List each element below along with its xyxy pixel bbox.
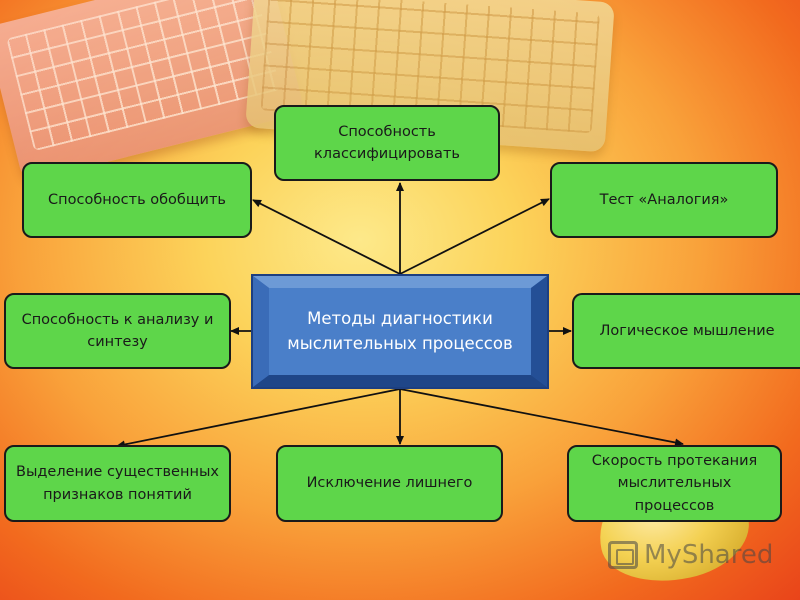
node-features: Выделение существенных признаков понятий: [4, 445, 231, 522]
node-analogy: Тест «Аналогия»: [550, 162, 778, 238]
presentation-icon: [608, 541, 638, 569]
watermark-text: MyShared: [644, 540, 774, 570]
node-features-label: Выделение существенных признаков понятий: [16, 464, 219, 503]
center-node-label: Методы диагностики мыслительных процессо…: [287, 308, 513, 353]
arrow-to-analogy: [399, 198, 550, 275]
arrow-to-features: [116, 388, 401, 449]
node-classify: Способность классифицировать: [274, 105, 500, 181]
watermark-logo: MyShared: [608, 537, 773, 573]
node-logic-label: Логическое мышление: [599, 322, 775, 339]
node-classify-label: Способность классифицировать: [314, 123, 460, 162]
node-generalize: Способность обобщить: [22, 162, 252, 238]
node-speed: Скорость протекания мыслительных процесс…: [567, 445, 782, 522]
node-analysis: Способность к анализу и синтезу: [4, 293, 231, 369]
arrow-to-speed: [399, 388, 684, 447]
node-generalize-label: Способность обобщить: [48, 191, 226, 208]
node-logic: Логическое мышление: [572, 293, 800, 369]
center-node: Методы диагностики мыслительных процессо…: [251, 274, 549, 389]
node-analogy-label: Тест «Аналогия»: [599, 191, 729, 208]
node-analysis-label: Способность к анализу и синтезу: [21, 311, 214, 350]
node-exclusion-label: Исключение лишнего: [306, 475, 473, 492]
arrow-to-generalize: [252, 199, 401, 275]
node-exclusion: Исключение лишнего: [276, 445, 503, 522]
node-speed-label: Скорость протекания мыслительных процесс…: [591, 452, 758, 514]
